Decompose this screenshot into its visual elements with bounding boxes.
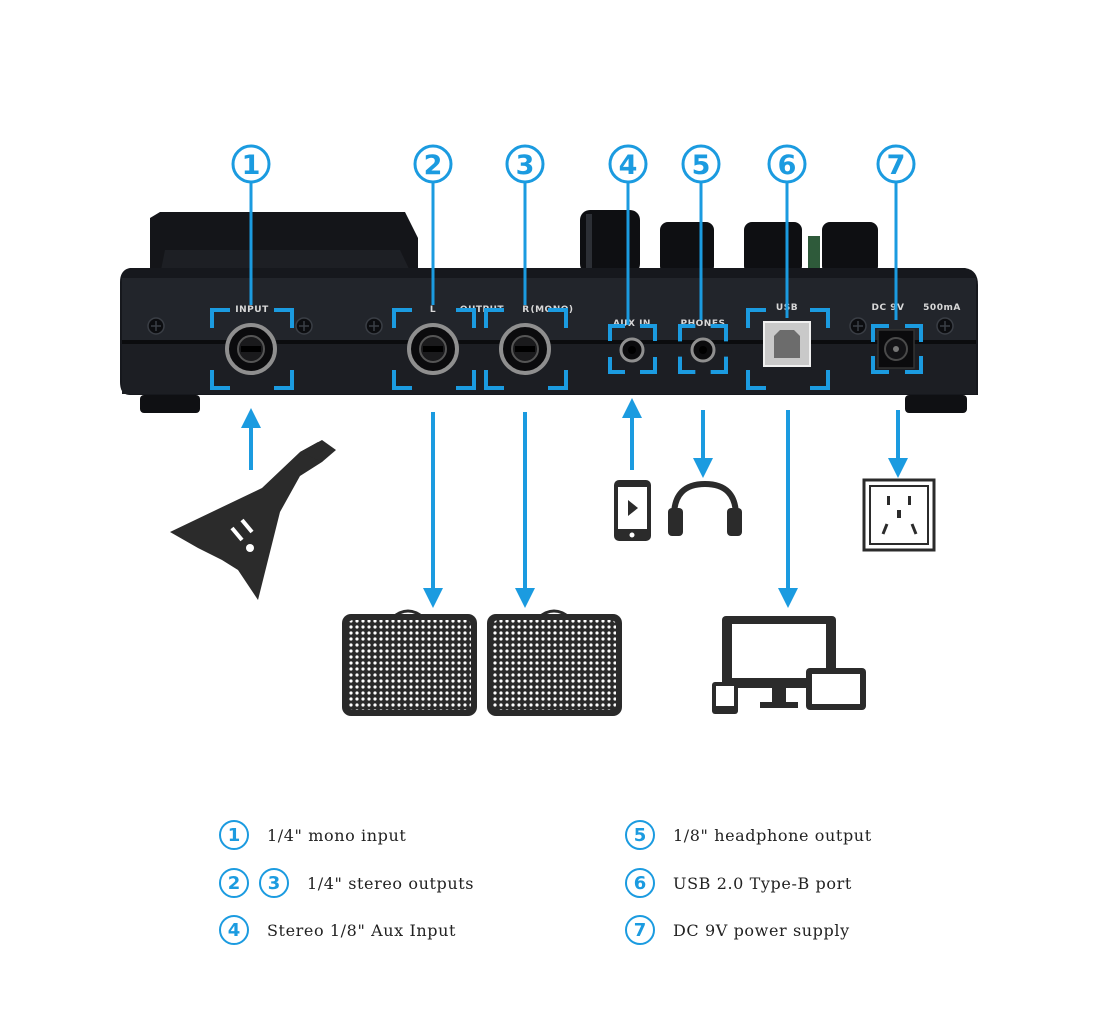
callout-circle-7 bbox=[876, 144, 916, 184]
computer-devices-icon bbox=[712, 616, 866, 714]
legend-number-4: 4 bbox=[219, 915, 249, 945]
callout-circle-5 bbox=[681, 144, 721, 184]
dc-jack bbox=[877, 329, 915, 369]
usb-port bbox=[763, 321, 811, 367]
callout-number-2: 2 bbox=[424, 150, 443, 181]
legend-item-1: 1 1/4" mono input bbox=[219, 820, 406, 850]
output-r-port-label: R bbox=[522, 305, 529, 315]
output-l-port-label: L bbox=[430, 305, 436, 315]
callout-circle-4 bbox=[608, 144, 648, 184]
port-frame-4 bbox=[608, 324, 657, 374]
callout-number-4: 4 bbox=[619, 150, 638, 181]
current-port-label: 500mA bbox=[923, 303, 961, 313]
power-outlet-icon bbox=[862, 478, 936, 552]
effects-pedal-device: INPUT L OUTPUT R (MONO) AUX IN PHONES US… bbox=[120, 210, 978, 413]
legend-text-2-3: 1/4" stereo outputs bbox=[307, 873, 475, 893]
aux-in-port-label: AUX IN bbox=[613, 319, 651, 329]
legend-number-2: 2 bbox=[219, 868, 249, 898]
amp-speaker-icon-right bbox=[487, 609, 622, 716]
port-frame-2 bbox=[392, 308, 476, 390]
callout-number-7: 7 bbox=[887, 150, 906, 181]
legend-number-7: 7 bbox=[625, 915, 655, 945]
dc-port-label: DC 9V bbox=[872, 303, 905, 313]
input-port-label: INPUT bbox=[235, 305, 269, 315]
callout-circle-6 bbox=[767, 144, 807, 184]
callout-circle-3 bbox=[505, 144, 545, 184]
callout-number-6: 6 bbox=[778, 150, 797, 181]
connection-arrows bbox=[241, 398, 908, 608]
legend-number-3: 3 bbox=[259, 868, 289, 898]
input-jack bbox=[225, 323, 277, 375]
legend-item-7: 7 DC 9V power supply bbox=[625, 915, 850, 945]
legend-item-6: 6 USB 2.0 Type-B port bbox=[625, 868, 852, 898]
legend-text-6: USB 2.0 Type-B port bbox=[673, 873, 852, 893]
output-r-jack bbox=[499, 323, 551, 375]
callout-number-3: 3 bbox=[516, 150, 535, 181]
legend-number-1: 1 bbox=[219, 820, 249, 850]
headphones-icon bbox=[668, 480, 742, 536]
port-frame-6 bbox=[746, 308, 830, 390]
callout-circle-1 bbox=[231, 144, 271, 184]
port-highlight-frames bbox=[210, 308, 923, 390]
callout-number-5: 5 bbox=[692, 150, 711, 181]
amp-speaker-icon-left bbox=[342, 609, 477, 716]
guitar-icon bbox=[170, 440, 336, 600]
callouts: 1 2 3 4 5 6 7 bbox=[231, 144, 916, 325]
port-frame-1 bbox=[210, 308, 294, 390]
legend-text-4: Stereo 1/8" Aux Input bbox=[267, 920, 457, 940]
device-knobs bbox=[580, 210, 878, 274]
output-port-label: OUTPUT bbox=[460, 305, 505, 315]
callout-number-1: 1 bbox=[242, 150, 261, 181]
output-l-jack bbox=[407, 323, 459, 375]
legend-text-7: DC 9V power supply bbox=[673, 920, 850, 940]
legend-item-4: 4 Stereo 1/8" Aux Input bbox=[219, 915, 456, 945]
aux-in-jack bbox=[619, 337, 645, 363]
phones-port-label: PHONES bbox=[681, 319, 726, 329]
callout-circle-2 bbox=[413, 144, 453, 184]
phones-jack bbox=[690, 337, 716, 363]
port-frame-3 bbox=[484, 308, 568, 390]
port-frame-7 bbox=[871, 324, 923, 374]
port-frame-5 bbox=[678, 324, 728, 374]
legend-number-5: 5 bbox=[625, 820, 655, 850]
legend-item-5: 5 1/8" headphone output bbox=[625, 820, 872, 850]
phone-icon bbox=[614, 480, 651, 541]
legend-text-5: 1/8" headphone output bbox=[673, 825, 872, 845]
legend-number-6: 6 bbox=[625, 868, 655, 898]
legend-item-2-3: 2 3 1/4" stereo outputs bbox=[219, 868, 474, 898]
legend-text-1: 1/4" mono input bbox=[267, 825, 407, 845]
